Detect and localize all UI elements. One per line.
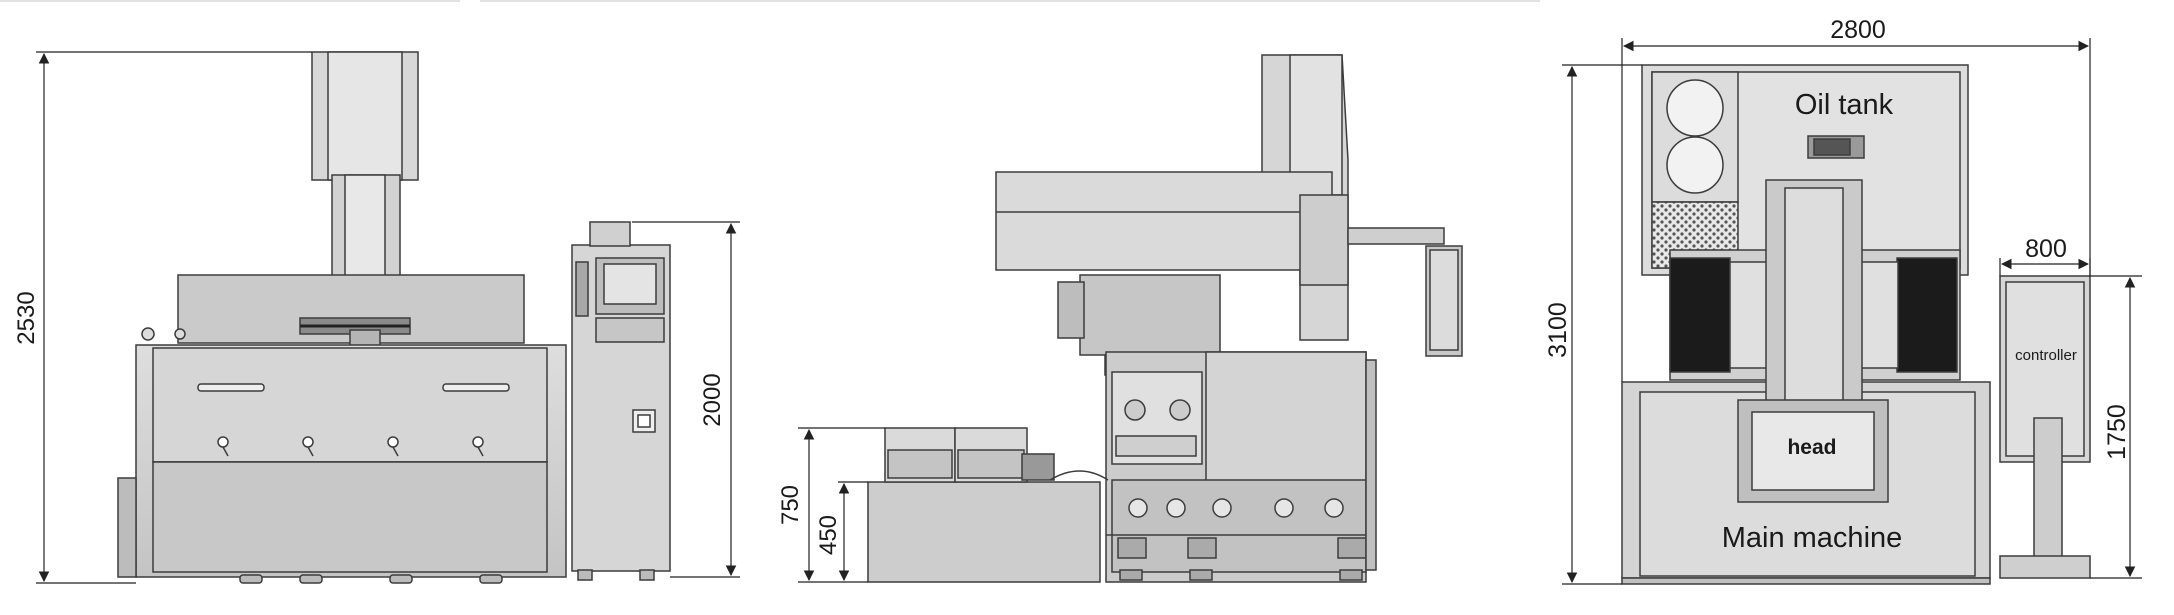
oil-tank-filter-bottom — [1666, 136, 1724, 194]
dimension-controller-height: 1750 — [2103, 404, 2131, 460]
label-head: head — [1787, 436, 1836, 459]
dimension-top-width-overall: 2800 — [1830, 16, 1886, 44]
label-controller: controller — [2015, 347, 2077, 364]
dimension-top-depth-overall: 3100 — [1544, 302, 1572, 358]
label-oil-tank: Oil tank — [1795, 89, 1894, 121]
label-main-machine: Main machine — [1722, 522, 1903, 554]
front-view-dimensions — [36, 51, 740, 584]
side-view-dimensions — [798, 427, 885, 583]
dimension-front-height-cabinet: 2000 — [699, 373, 726, 426]
side-arm — [995, 171, 1333, 271]
dimension-front-height-overall: 2530 — [13, 291, 40, 344]
side-head-block — [1079, 274, 1221, 356]
oil-tank-filter-top — [1666, 79, 1724, 137]
top-view-dimensions — [1562, 38, 2142, 585]
side-view — [867, 54, 1463, 583]
right-bellows — [1896, 257, 1958, 373]
dimension-controller-width: 800 — [2025, 235, 2067, 263]
top-view — [1621, 64, 2091, 585]
left-bellows — [1669, 257, 1731, 373]
side-tank-base — [867, 481, 1101, 583]
dimension-side-height-tank: 750 — [777, 485, 804, 525]
front-view — [117, 51, 671, 584]
dimension-side-height-tank-base: 450 — [815, 515, 842, 555]
